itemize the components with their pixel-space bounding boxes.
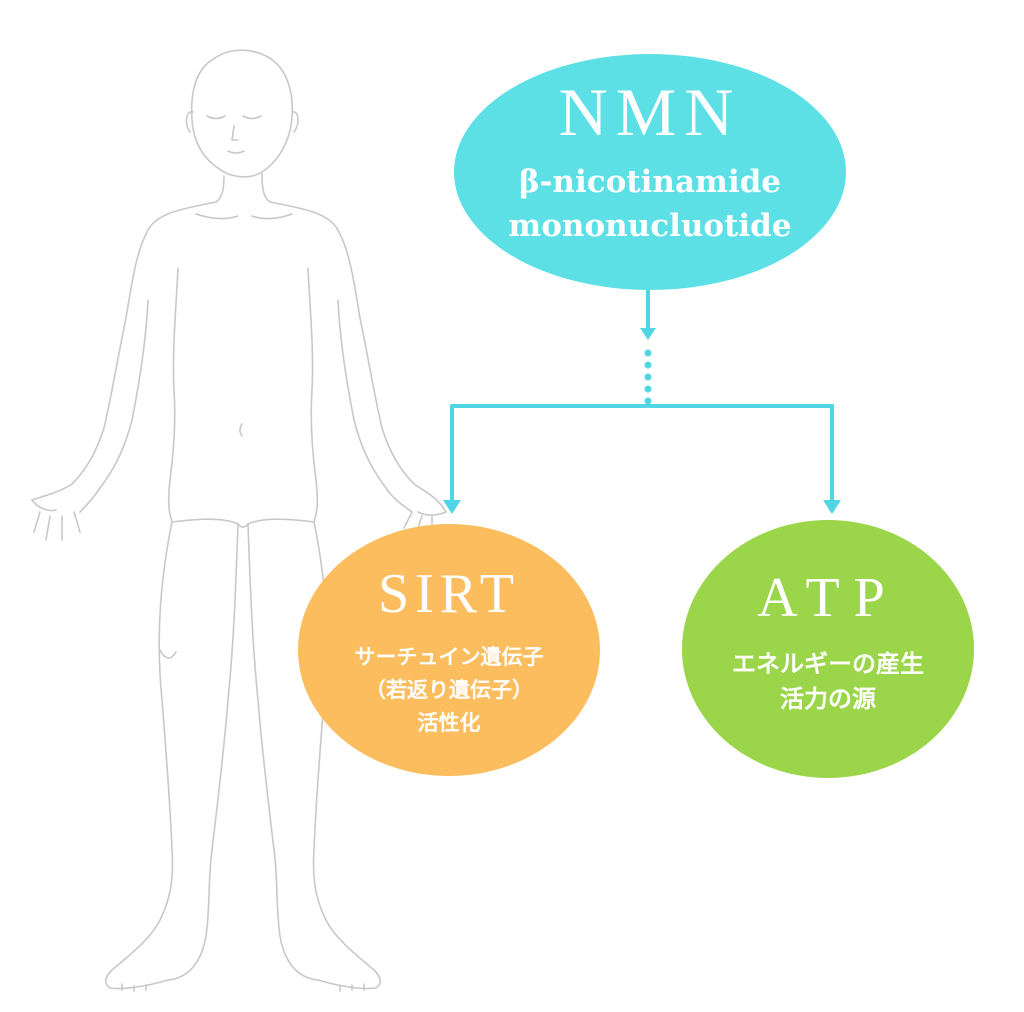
atp-node: ATP エネルギーの産生 活力の源 — [682, 520, 974, 778]
nmn-node: NMN β-nicotinamide mononucluotide — [454, 54, 846, 290]
dot — [644, 349, 652, 357]
sirt-node: SIRT サーチュイン遺伝子 （若返り遺伝子） 活性化 — [298, 524, 600, 776]
dot — [644, 361, 652, 369]
arrowhead-top — [640, 328, 656, 340]
sirt-title: SIRT — [378, 563, 520, 625]
atp-line-2: 活力の源 — [780, 684, 876, 713]
nmn-line-1: β-nicotinamide — [518, 164, 782, 200]
nmn-line-2: mononucluotide — [508, 208, 792, 244]
sirt-line-1: サーチュイン遺伝子 — [354, 644, 544, 669]
dot — [644, 385, 652, 393]
sirt-line-2: （若返り遺伝子） — [365, 677, 533, 702]
dot — [644, 373, 652, 381]
arrowhead-right — [823, 500, 841, 514]
atp-line-1: エネルギーの産生 — [732, 649, 924, 678]
sirt-line-3: 活性化 — [417, 710, 481, 735]
arrowhead-left — [443, 500, 461, 514]
dot — [644, 397, 652, 405]
nmn-title: NMN — [558, 74, 742, 150]
atp-title: ATP — [757, 567, 899, 629]
